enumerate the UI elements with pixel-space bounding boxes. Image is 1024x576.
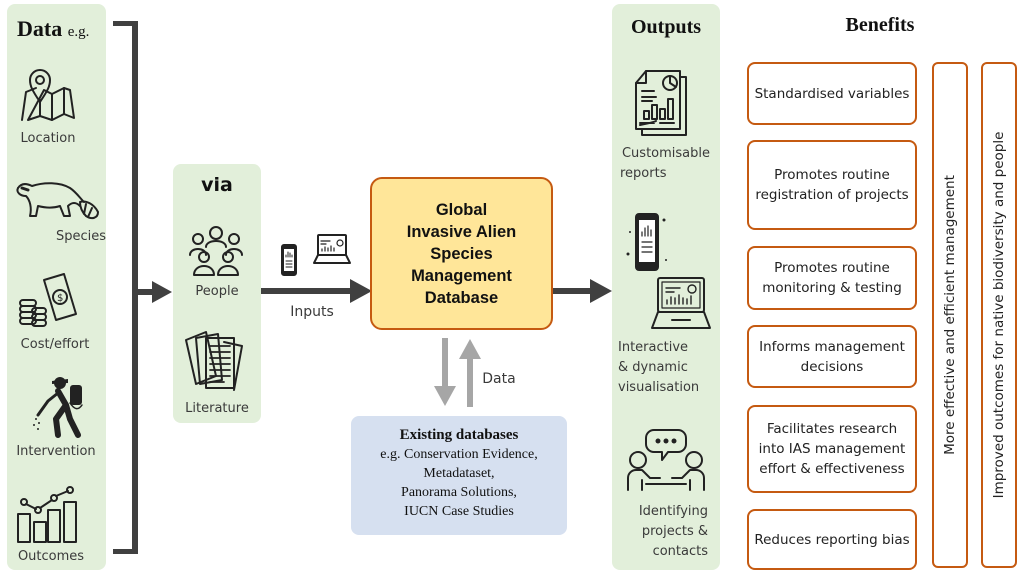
output-item-label: Identifying projects & contacts <box>614 502 708 562</box>
data-item-label: Outcomes <box>17 549 85 564</box>
bracket-bottom <box>113 549 133 554</box>
central-line: Global <box>435 200 488 219</box>
benefit-item: Facilitates research into IAS management… <box>747 405 917 493</box>
sprayer-worker-icon <box>33 377 83 438</box>
via-item-label: Literature <box>185 401 249 416</box>
conversation-people-icon <box>627 429 705 491</box>
central-line: Invasive Alien <box>406 222 517 241</box>
outputs-panel-title: Outputs <box>630 16 702 38</box>
benefit-item: Promotes routine monitoring & testing <box>747 246 917 310</box>
people-group-icon <box>189 226 243 276</box>
data-arrow-shaft <box>138 289 154 295</box>
bar-chart-trend-icon <box>17 486 77 543</box>
phone-dashboard-icon <box>281 244 297 276</box>
output-label-line: Interactive <box>618 340 689 355</box>
svg-text:$: $ <box>57 293 63 304</box>
existing-databases-line: IUCN Case Studies <box>404 504 514 519</box>
central-line: Management <box>411 266 512 285</box>
data-title-suffix: e.g. <box>67 24 90 40</box>
benefits-title: Benefits <box>845 14 915 36</box>
data-up-arrow <box>459 339 481 407</box>
output-label-line: reports <box>620 166 667 181</box>
data-down-arrow <box>434 338 456 406</box>
data-arrow-head <box>152 281 172 303</box>
output-item-label: Interactive & dynamic visualisation <box>618 338 718 398</box>
output-label-line: contacts <box>652 544 708 559</box>
phone-dashboard-icon <box>626 213 667 271</box>
central-database-box: Global Invasive Alien Species Management… <box>370 177 553 330</box>
documents-icon <box>185 331 243 391</box>
data-panel <box>7 4 106 570</box>
inputs-arrow-shaft <box>261 288 353 294</box>
output-label-line: visualisation <box>618 380 700 395</box>
output-label-line: projects & <box>641 524 708 539</box>
data-title: Data <box>17 16 63 41</box>
central-line: Database <box>424 288 499 307</box>
outputs-panel <box>612 4 720 570</box>
via-panel <box>173 164 261 423</box>
existing-databases-box: Existing databases e.g. Conservation Evi… <box>351 416 567 535</box>
existing-databases-line: Metadataset, <box>423 466 495 481</box>
money-coins-icon: $ <box>19 273 77 327</box>
data-panel-title: Data e.g. <box>17 16 89 42</box>
via-panel-title: via <box>201 174 233 196</box>
laptop-dashboard-icon <box>313 234 351 264</box>
existing-databases-title: Existing databases <box>399 427 519 443</box>
raccoon-icon <box>16 182 99 220</box>
outputs-arrow-shaft <box>553 288 593 294</box>
outcome-bar-management: More effective and efficient management <box>932 62 968 568</box>
data-item-label: Species <box>55 229 106 244</box>
benefit-item: Promotes routine registration of project… <box>747 140 917 230</box>
benefit-item: Informs management decisions <box>747 325 917 388</box>
central-line: Species <box>430 244 493 263</box>
inputs-arrow-head <box>350 279 372 303</box>
output-label-line: Identifying <box>638 504 708 519</box>
bracket-vertical <box>132 21 138 554</box>
existing-databases-line: e.g. Conservation Evidence, <box>380 447 538 462</box>
output-item-label: Customisable reports <box>614 144 718 184</box>
outcome-bar-biodiversity: Improved outcomes for native biodiversit… <box>981 62 1017 568</box>
data-flow-label: Data <box>482 371 516 387</box>
laptop-dashboard-icon <box>651 277 711 329</box>
output-label-line: Customisable <box>621 146 711 161</box>
bracket-top <box>113 21 133 26</box>
inputs-label: Inputs <box>290 304 334 320</box>
map-pin-icon <box>21 69 75 121</box>
outcome-bar-text: More effective and efficient management <box>942 175 958 455</box>
data-item-label: Location <box>20 131 76 146</box>
data-item-label: Intervention <box>16 444 96 459</box>
output-label-line: & dynamic <box>618 360 688 375</box>
existing-databases-line: Panorama Solutions, <box>401 485 517 500</box>
outcome-bar-text: Improved outcomes for native biodiversit… <box>991 131 1007 499</box>
benefit-item: Standardised variables <box>747 62 917 125</box>
benefit-item: Reduces reporting bias <box>747 509 917 570</box>
outputs-arrow-head <box>590 279 612 303</box>
report-document-icon <box>635 70 687 136</box>
via-item-label: People <box>195 284 239 299</box>
data-item-label: Cost/effort <box>20 337 90 352</box>
